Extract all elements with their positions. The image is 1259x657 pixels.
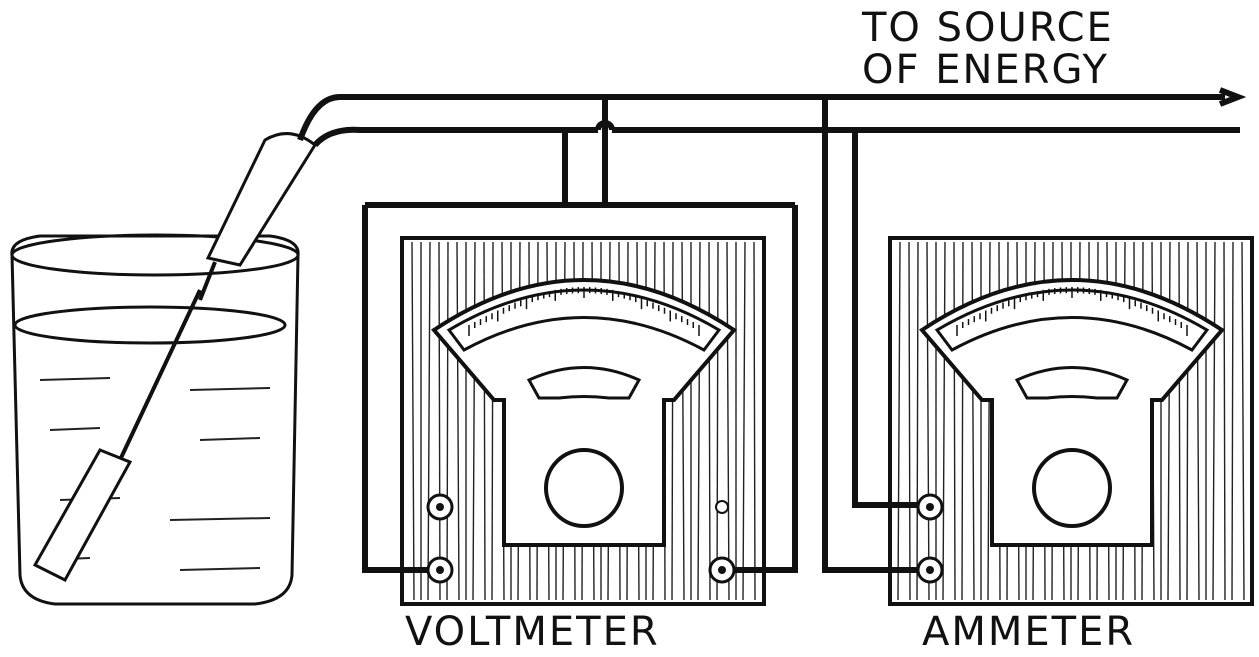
voltmeter-label: VOLTMETER bbox=[405, 609, 660, 655]
knob bbox=[544, 448, 624, 528]
voltmeter-meter bbox=[426, 278, 737, 584]
adjuster-icon bbox=[1014, 366, 1130, 400]
ammeter-meter bbox=[916, 278, 1225, 584]
knob bbox=[1032, 448, 1112, 528]
beaker bbox=[10, 233, 300, 606]
wires bbox=[297, 87, 1247, 573]
source-label-line1: TO SOURCE bbox=[862, 5, 1114, 51]
screw bbox=[715, 500, 729, 514]
adjuster-icon bbox=[526, 366, 642, 400]
source-label-line2: OF ENERGY bbox=[862, 47, 1109, 93]
ammeter-label: AMMETER bbox=[922, 609, 1136, 655]
